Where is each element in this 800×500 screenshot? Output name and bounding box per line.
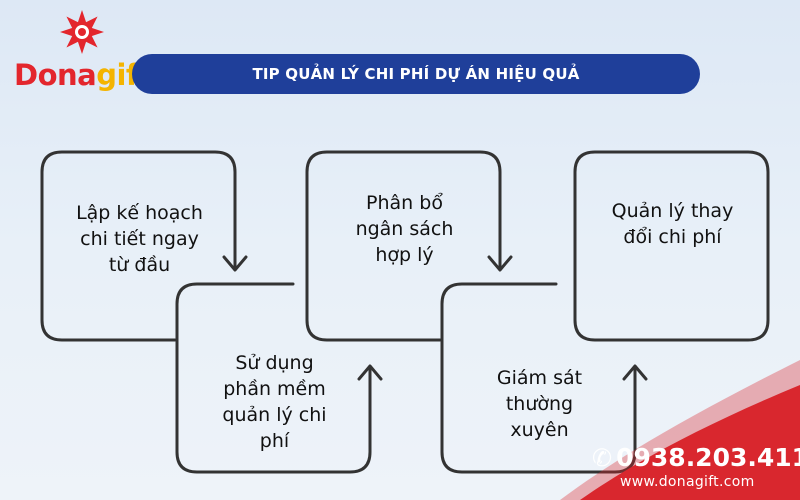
flower-logo-icon — [60, 10, 104, 54]
step-3-line: hợp lý — [375, 244, 434, 266]
logo-text-dona: Dona — [14, 58, 97, 92]
step-3-box — [305, 150, 502, 342]
step-1-line: chi tiết ngay — [80, 228, 199, 250]
step-2-box — [175, 282, 372, 474]
step-2-label: Sử dụng phần mềm quản lý chi phí — [187, 350, 362, 454]
step-2-line: quản lý chi — [222, 404, 327, 426]
step-1-arrow-icon — [222, 255, 248, 272]
step-2-arrow-icon — [357, 364, 383, 381]
step-1-line: từ đầu — [108, 254, 171, 276]
phone-icon: ✆ — [592, 443, 613, 472]
step-4-arrow-icon — [622, 364, 648, 381]
step-1-box — [40, 150, 237, 342]
title-banner: TIP QUẢN LÝ CHI PHÍ DỰ ÁN HIỆU QUẢ — [132, 54, 700, 94]
step-4-line: thường — [505, 393, 574, 415]
step-2-line: Sử dụng — [235, 352, 314, 374]
step-5-line: đổi chi phí — [623, 226, 722, 248]
step-3-line: Phân bổ — [366, 192, 443, 214]
step-5-line: Quản lý thay — [611, 200, 734, 222]
contact-website[interactable]: www.donagift.com — [620, 474, 755, 490]
step-2-line: phí — [259, 430, 290, 452]
step-5-box — [573, 150, 770, 342]
step-1-line: Lập kế hoạch — [76, 202, 203, 224]
step-4-line: Giám sát — [496, 367, 583, 389]
step-4-label: Giám sát thường xuyên — [452, 365, 627, 443]
step-3-line: ngân sách — [355, 218, 454, 240]
step-5-label: Quản lý thay đổi chi phí — [585, 198, 760, 250]
step-3-arrow-icon — [487, 255, 513, 272]
contact-phone[interactable]: ✆ 0938.203.411 — [592, 443, 800, 472]
step-1-label: Lập kế hoạch chi tiết ngay từ đầu — [52, 200, 227, 278]
banner-title: TIP QUẢN LÝ CHI PHÍ DỰ ÁN HIỆU QUẢ — [252, 65, 580, 83]
step-2-line: phần mềm — [223, 378, 326, 400]
step-4-line: xuyên — [510, 419, 569, 441]
phone-number: 0938.203.411 — [616, 443, 800, 472]
step-3-label: Phân bổ ngân sách hợp lý — [317, 190, 492, 268]
step-4-box — [440, 282, 637, 474]
